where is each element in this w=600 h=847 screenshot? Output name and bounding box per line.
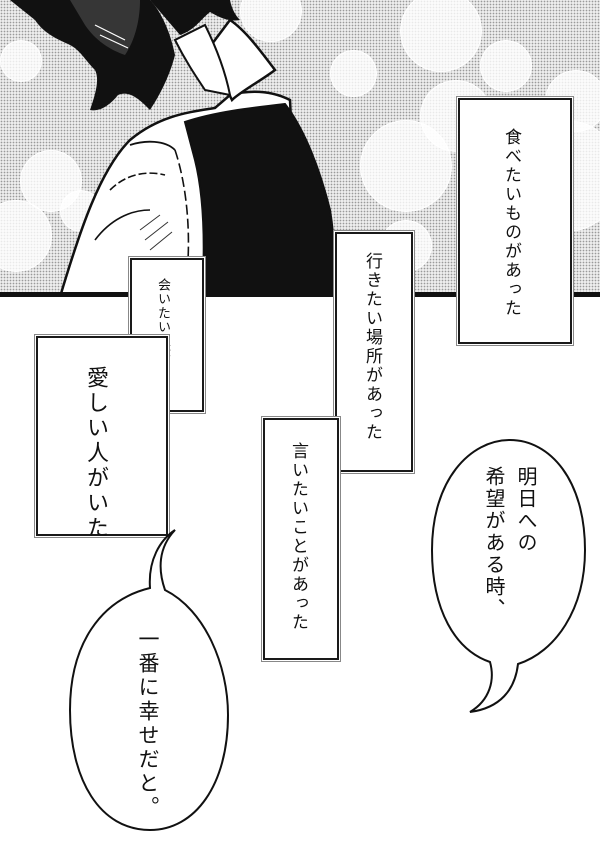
caption-box-place: 行きたい場所があった: [335, 232, 413, 472]
caption-box-beloved: 愛しい人がいた: [36, 336, 168, 541]
panel-divider: [0, 292, 600, 297]
speech-balloon-happy: [68, 529, 230, 832]
caption-text-food: 食べたいものがあった: [501, 128, 521, 318]
caption-box-say: 言いたいことがあった: [263, 418, 339, 660]
bokeh-circle: [330, 50, 377, 97]
balloon-text-happy: 一番に幸せだと。: [136, 628, 160, 820]
caption-text-beloved: 愛しい人がいた: [83, 366, 108, 541]
balloon-text-hope-line1: 明日への: [514, 466, 538, 554]
bokeh-circle: [360, 120, 452, 212]
caption-box-food: 食べたいものがあった: [458, 98, 572, 344]
speech-balloon-hope: [430, 438, 587, 713]
caption-text-say: 言いたいことがあった: [288, 442, 308, 632]
bokeh-circle: [400, 0, 482, 72]
bokeh-circle: [480, 40, 532, 92]
balloon-text-hope-line2: 希望がある時、: [482, 466, 506, 620]
caption-text-place: 行きたい場所があった: [362, 252, 382, 442]
bokeh-circle: [0, 40, 42, 82]
character-illustration: [10, 0, 336, 297]
